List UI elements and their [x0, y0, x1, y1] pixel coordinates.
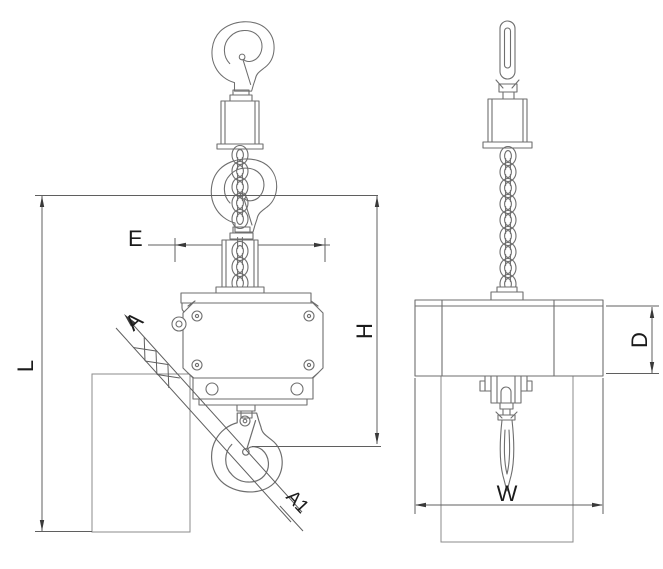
dimension-W [414, 378, 604, 514]
dimension-H-label: H [352, 323, 377, 339]
chain-guide [215, 236, 265, 294]
dimension-D-label: D [627, 332, 652, 348]
bottom-bracket [192, 377, 314, 406]
side-view: W D [414, 20, 659, 543]
swivel-pin [236, 404, 256, 427]
load-hook-front [210, 412, 283, 493]
dimension-L-label: L [13, 360, 38, 372]
suspension-cylinder-front [216, 100, 264, 150]
load-chain-side [499, 145, 517, 295]
hoist-body-side [414, 299, 604, 377]
swivel-side [495, 402, 518, 421]
front-view: E [13, 21, 381, 533]
mid-hook-collar [229, 226, 254, 240]
dimension-E-label: E [128, 226, 143, 251]
hoist-body-front [171, 300, 324, 380]
dimension-L [35, 195, 378, 532]
section-arrow-A [124, 314, 136, 327]
suspension-cylinder-side [482, 98, 533, 149]
hatch-pattern [133, 337, 180, 389]
load-hook-side [499, 419, 515, 492]
dimension-A-label: A [120, 307, 148, 336]
dimension-W-label: W [497, 481, 518, 506]
top-hook-side [495, 20, 520, 100]
load-chain-upper-front [231, 144, 249, 230]
side-boss [171, 316, 187, 332]
load-box-front [91, 373, 191, 533]
hook-bracket [479, 375, 533, 404]
dimension-D [606, 305, 659, 374]
dimension-H [252, 196, 381, 447]
top-hook [211, 21, 275, 92]
